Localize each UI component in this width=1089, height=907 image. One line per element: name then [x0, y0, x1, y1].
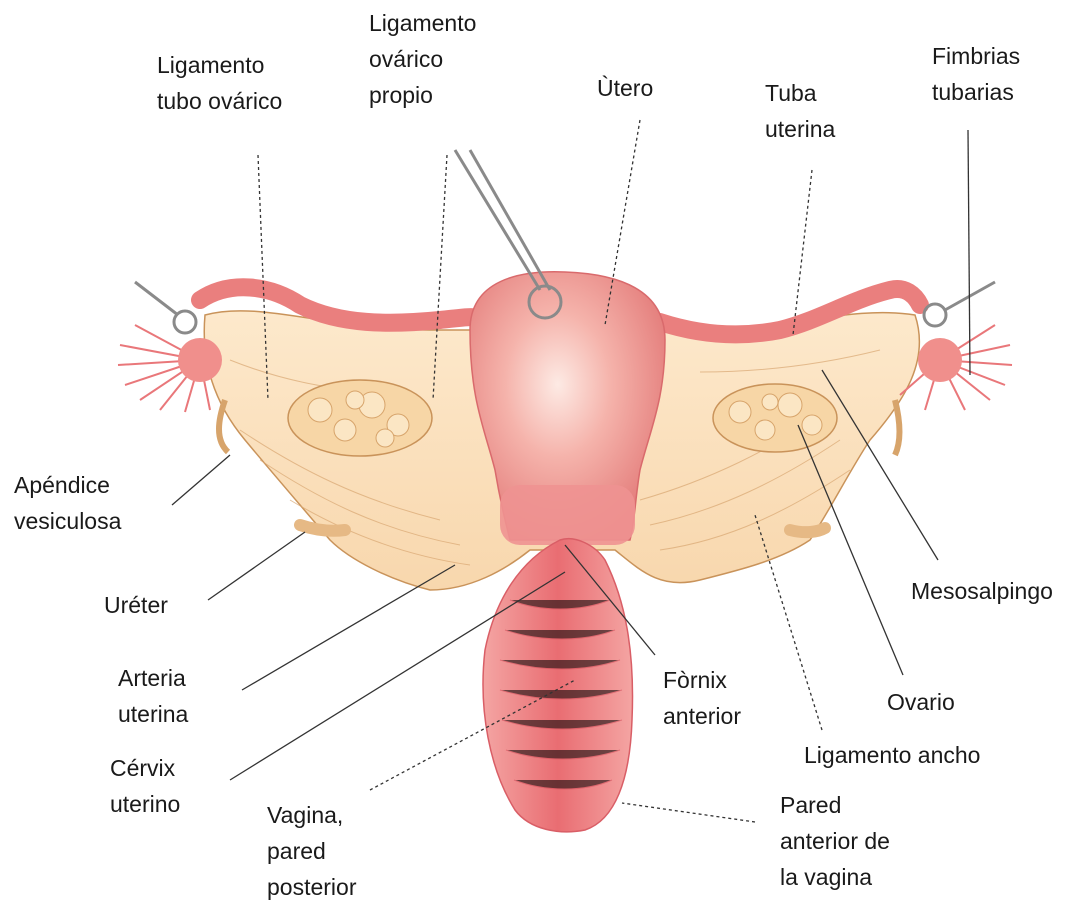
label-pared-anterior-vagina: Pared anterior de la vagina — [780, 787, 890, 895]
label-ligamento-ancho: Ligamento ancho — [804, 737, 980, 773]
label-mesosalpingo: Mesosalpingo — [911, 573, 1053, 609]
label-ureter: Uréter — [104, 587, 168, 623]
right-appendix-vesiculosa — [895, 400, 900, 455]
label-tuba-uterina: Tuba uterina — [765, 75, 835, 147]
right-fimbriae-base — [918, 338, 962, 382]
label-vagina-pared-posterior: Vagina, pared posterior — [267, 797, 356, 905]
forceps-left — [135, 282, 196, 333]
left-ovary — [288, 380, 432, 456]
label-cervix-uterino: Cérvix uterino — [110, 750, 180, 822]
label-apendice-vesiculosa: Apéndice vesiculosa — [14, 467, 121, 539]
label-ligamento-ovarico-propio: Ligamento ovárico propio — [369, 5, 476, 113]
left-fimbriae-base — [178, 338, 222, 382]
left-ureter — [300, 525, 345, 531]
forceps-right — [924, 282, 995, 326]
label-fornix-anterior: Fòrnix anterior — [663, 662, 741, 734]
label-ovario: Ovario — [887, 684, 955, 720]
label-ligamento-tubo-ovarico: Ligamento tubo ovárico — [157, 47, 282, 119]
uterine-cervix — [500, 485, 635, 545]
label-arteria-uterina: Arteria uterina — [118, 660, 188, 732]
label-utero: Ùtero — [597, 70, 653, 106]
right-ureter — [790, 528, 825, 532]
label-fimbrias-tubarias: Fimbrias tubarias — [932, 38, 1020, 110]
